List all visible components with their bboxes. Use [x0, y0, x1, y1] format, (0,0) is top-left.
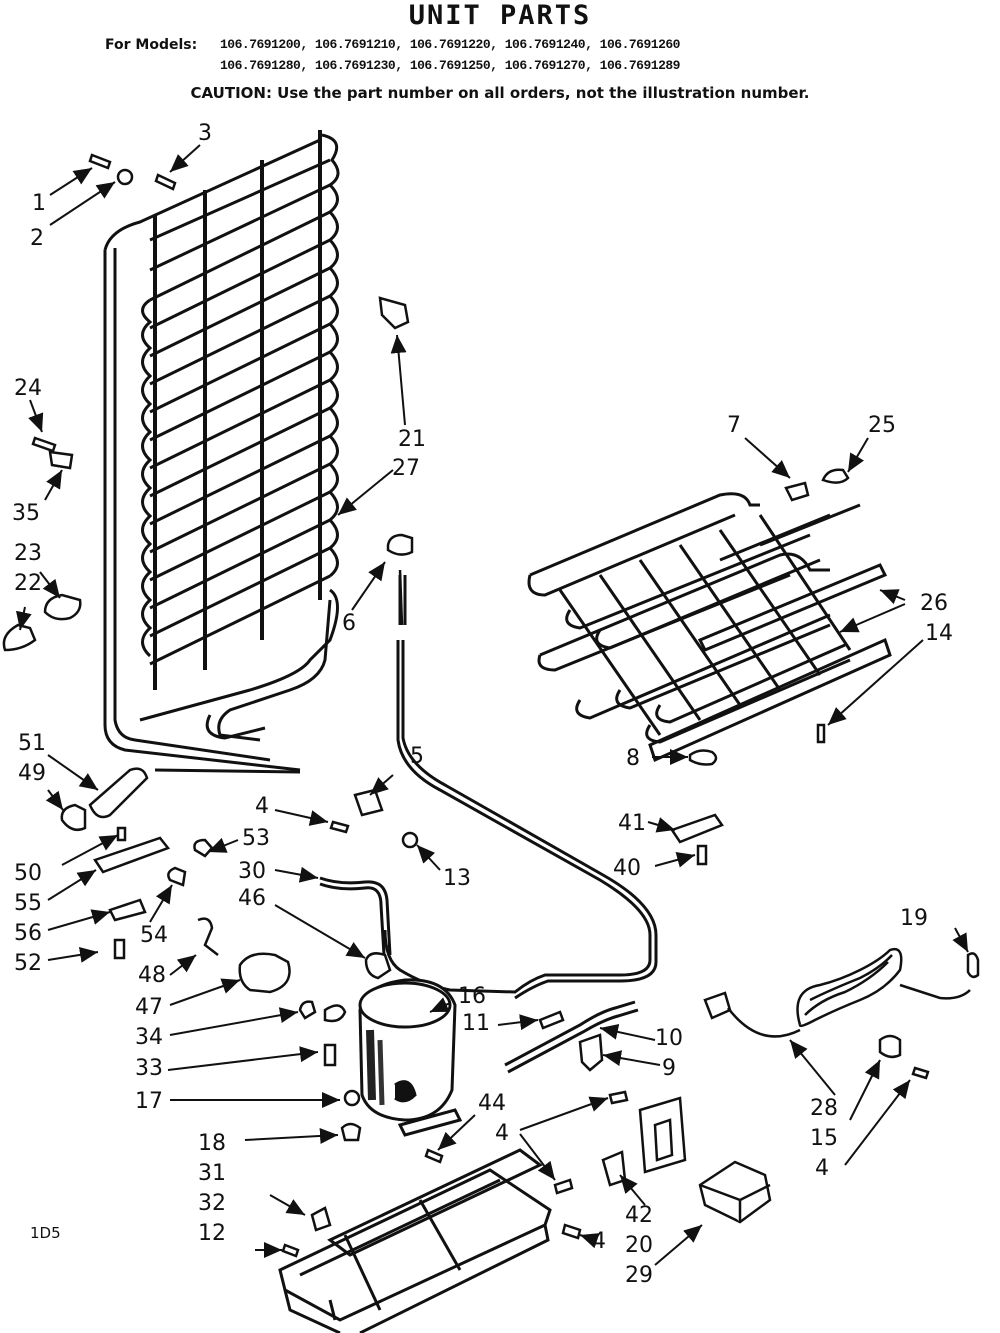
callout-16: 16	[458, 984, 486, 1009]
callout-7: 7	[727, 413, 741, 438]
callout-13: 13	[443, 866, 471, 891]
callout-47: 47	[135, 995, 163, 1020]
callout-4-b: 4	[815, 1156, 829, 1181]
callout-30: 30	[238, 859, 266, 884]
callout-4-c: 4	[495, 1121, 509, 1146]
callout-4-d: 4	[592, 1229, 606, 1254]
callout-labels: 1 2 3 24 35 23 22 21 27 6 7 25 26 14 8 4…	[12, 121, 953, 1288]
callout-22: 22	[14, 571, 42, 596]
callout-11: 11	[462, 1011, 490, 1036]
callout-9: 9	[662, 1056, 676, 1081]
callout-24: 24	[14, 376, 42, 401]
callout-49: 49	[18, 761, 46, 786]
evaporator-coil	[527, 492, 892, 763]
callout-1: 1	[32, 191, 46, 216]
leader-lines	[16, 144, 969, 1266]
model-numbers-line-1: 106.7691200, 106.7691210, 106.7691220, 1…	[220, 37, 680, 52]
callout-5: 5	[410, 744, 424, 769]
page-title: UNIT PARTS	[408, 0, 592, 31]
callout-31: 31	[198, 1161, 226, 1186]
callout-18: 18	[198, 1131, 226, 1156]
small-parts	[2, 153, 980, 1258]
callout-28: 28	[810, 1096, 838, 1121]
suction-line	[319, 575, 658, 1074]
callout-17: 17	[135, 1089, 163, 1114]
model-numbers-line-2: 106.7691280, 106.7691230, 106.7691250, 1…	[220, 58, 680, 73]
callout-54: 54	[140, 923, 168, 948]
callout-25: 25	[868, 413, 896, 438]
callout-55: 55	[14, 891, 42, 916]
callout-35: 35	[12, 501, 40, 526]
callout-14: 14	[925, 621, 953, 646]
callout-29: 29	[625, 1263, 653, 1288]
callout-34: 34	[135, 1025, 163, 1050]
callout-53: 53	[242, 826, 270, 851]
base-pan	[278, 1148, 552, 1333]
callout-12: 12	[198, 1221, 226, 1246]
condenser-coil	[103, 130, 340, 774]
models-label: For Models:	[105, 37, 198, 53]
callout-41: 41	[618, 811, 646, 836]
callout-33: 33	[135, 1056, 163, 1081]
caution-note: CAUTION: Use the part number on all orde…	[190, 84, 810, 102]
callout-26: 26	[920, 591, 948, 616]
callout-56: 56	[14, 921, 42, 946]
callout-2: 2	[30, 226, 44, 251]
callout-10: 10	[655, 1026, 683, 1051]
callout-46: 46	[238, 886, 266, 911]
callout-3: 3	[198, 121, 212, 146]
callout-27: 27	[392, 456, 420, 481]
callout-6: 6	[342, 611, 356, 636]
callout-44: 44	[478, 1091, 506, 1116]
compressor	[358, 978, 463, 1137]
callout-51: 51	[18, 731, 46, 756]
callout-48: 48	[138, 963, 166, 988]
callout-40: 40	[613, 856, 641, 881]
callout-20: 20	[625, 1233, 653, 1258]
callout-21: 21	[398, 427, 426, 452]
callout-19: 19	[900, 906, 928, 931]
callout-50: 50	[14, 861, 42, 886]
callout-8: 8	[626, 746, 640, 771]
footer-code: 1D5	[30, 1224, 61, 1242]
callout-42: 42	[625, 1203, 653, 1228]
callout-32: 32	[198, 1191, 226, 1216]
callout-23: 23	[14, 541, 42, 566]
callout-15: 15	[810, 1126, 838, 1151]
callout-4-a: 4	[255, 794, 269, 819]
callout-52: 52	[14, 951, 42, 976]
